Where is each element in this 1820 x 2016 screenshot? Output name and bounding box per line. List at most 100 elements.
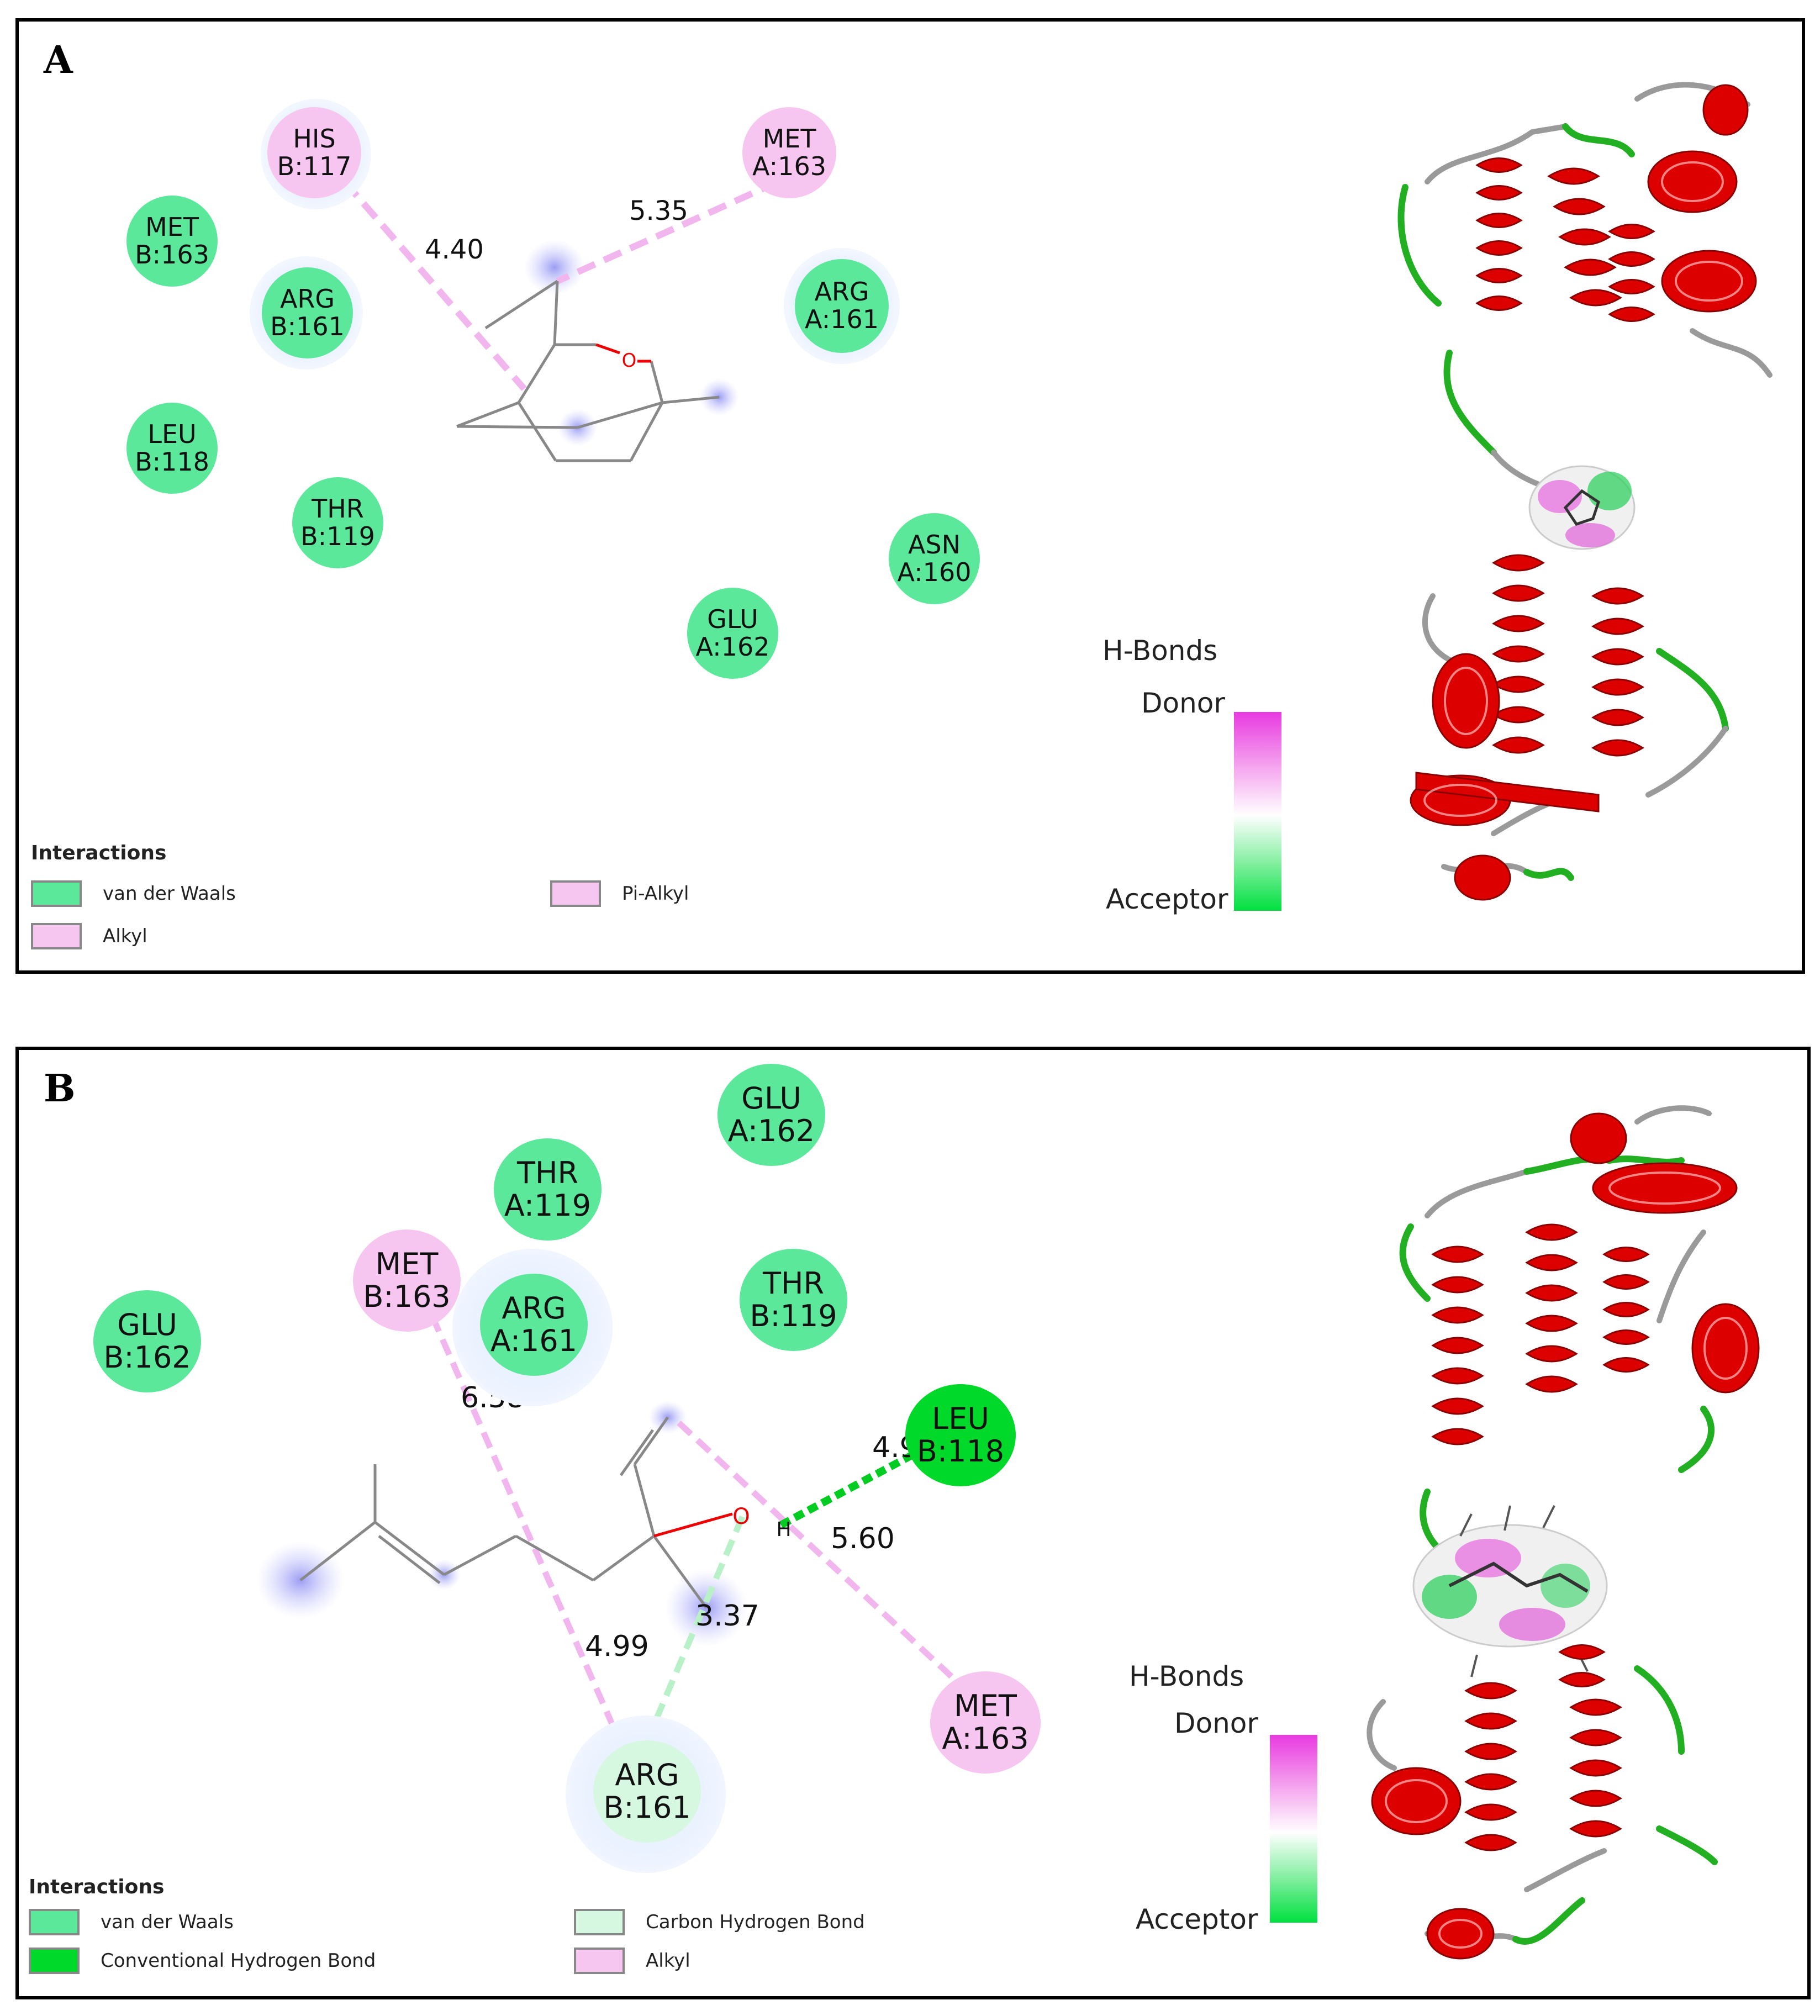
residue-name: ARG: [814, 277, 869, 307]
protein-structure-b: [1367, 1105, 1760, 1960]
residue-name: THR: [762, 1266, 825, 1301]
hbonds-color-scale: [1234, 712, 1281, 911]
distance-label: 5.35: [629, 196, 688, 226]
residue-id: A:119: [504, 1188, 592, 1223]
legend-label: Alkyl: [103, 925, 147, 947]
residue-name: MET: [375, 1247, 439, 1282]
residue-glu-b162: GLU B:162: [93, 1290, 201, 1392]
distance-label: 5.60: [831, 1522, 895, 1555]
legend-label: Carbon Hydrogen Bond: [646, 1911, 865, 1933]
legend-swatch: [29, 1909, 80, 1935]
legend-swatch: [574, 1909, 625, 1935]
alkyl-interaction-line: [677, 1420, 960, 1685]
distance-label: 4.99: [585, 1630, 649, 1663]
panel-a-label: A: [44, 38, 73, 82]
hbonds-title: H-Bonds: [1129, 1660, 1244, 1692]
legend-swatch: [31, 880, 82, 907]
residue-id: A:161: [805, 304, 879, 334]
residue-arg-b161: ARG B:161: [593, 1740, 701, 1843]
carbon-hydrogen-bond-line: [645, 1515, 746, 1739]
residue-met-a163: MET A:163: [930, 1671, 1041, 1774]
residue-id: A:161: [490, 1323, 578, 1358]
residue-id: A:162: [727, 1113, 815, 1148]
residue-glu-a162: GLU A:162: [718, 1064, 825, 1166]
residue-glu-a162: GLU A:162: [687, 588, 778, 679]
residue-name: GLU: [707, 604, 758, 634]
residue-name: ARG: [502, 1291, 566, 1326]
oxygen-atom: O: [732, 1504, 750, 1529]
distance-label: 3.37: [695, 1600, 759, 1633]
residue-name: THR: [312, 493, 364, 524]
residue-name: GLU: [117, 1307, 177, 1343]
residue-leu-b118: LEU B:118: [126, 403, 218, 494]
legend-swatch: [31, 923, 82, 949]
alkyl-interaction-line: [342, 180, 527, 391]
residue-his-b117: HIS B:117: [267, 107, 361, 198]
residue-id: B:162: [103, 1339, 191, 1375]
residue-id: B:163: [363, 1279, 451, 1314]
legend-item-pi-alkyl: Pi-Alkyl: [550, 880, 689, 907]
legend-swatch: [574, 1948, 625, 1974]
alkyl-interaction-line: [419, 1291, 621, 1739]
legend-item-alkyl: Alkyl: [31, 923, 147, 949]
legend-item-vdw: van der Waals: [31, 880, 236, 907]
residue-name: ARG: [615, 1758, 679, 1793]
residue-asn-a160: ASN A:160: [889, 513, 980, 604]
protein-structure-a: [1397, 82, 1772, 901]
residue-arg-b161: ARG B:161: [262, 267, 353, 358]
hbonds-donor-label: Donor: [1174, 1707, 1258, 1739]
residue-id: A:160: [897, 557, 972, 587]
residue-id: B:161: [270, 311, 345, 341]
solvent-halo: [524, 240, 585, 295]
residue-id: A:163: [942, 1721, 1029, 1756]
residue-name: LEU: [932, 1401, 989, 1437]
ligand-b-structure: O H: [256, 1291, 960, 1739]
panel-b-label: B: [44, 1067, 76, 1111]
panel-a: A O: [15, 18, 1805, 974]
panel-b: B O: [15, 1047, 1811, 1999]
ligand-a-structure: O: [342, 178, 780, 462]
distance-label: 4.40: [425, 234, 484, 265]
hbonds-color-scale: [1270, 1735, 1317, 1923]
legend-label: van der Waals: [101, 1911, 234, 1933]
residue-id: B:118: [135, 446, 209, 477]
hbonds-acceptor-label: Acceptor: [1106, 883, 1228, 915]
residue-arg-a161: ARG A:161: [795, 259, 889, 353]
legend-item-carbon-hbond: Carbon Hydrogen Bond: [574, 1909, 865, 1935]
residue-id: B:119: [300, 521, 375, 551]
ligand-bonds: [456, 279, 720, 462]
residue-name: ARG: [279, 283, 335, 314]
hbonds-acceptor-label: Acceptor: [1136, 1903, 1258, 1935]
residue-leu-b118: LEU B:118: [905, 1384, 1016, 1486]
legend-label: Pi-Alkyl: [622, 883, 689, 905]
residue-id: B:163: [135, 239, 209, 270]
legend-title: Interactions: [31, 842, 167, 864]
legend-item-alkyl: Alkyl: [574, 1948, 690, 1974]
legend-label: Conventional Hydrogen Bond: [101, 1950, 376, 1972]
legend-item-conventional-hbond: Conventional Hydrogen Bond: [29, 1948, 376, 1974]
legend-swatch: [550, 880, 601, 907]
residue-name: MET: [145, 212, 199, 242]
residue-name: HIS: [293, 123, 336, 154]
residue-name: THR: [516, 1155, 579, 1191]
residue-id: B:161: [603, 1790, 691, 1825]
residue-met-a163: MET A:163: [742, 107, 836, 198]
legend-title: Interactions: [29, 1876, 165, 1898]
legend-item-vdw: van der Waals: [29, 1909, 234, 1935]
hbonds-title: H-Bonds: [1102, 635, 1218, 667]
legend-swatch: [29, 1948, 80, 1974]
residue-thr-b119: THR B:119: [292, 477, 383, 568]
residue-name: ASN: [908, 529, 961, 560]
legend-label: Alkyl: [646, 1950, 690, 1972]
ligand-bonds: [299, 1416, 708, 1609]
residue-name: LEU: [147, 419, 197, 449]
residue-thr-b119: THR B:119: [740, 1249, 847, 1351]
residue-name: GLU: [741, 1081, 801, 1116]
hydrogen-atom: H: [776, 1518, 791, 1541]
residue-id: B:119: [750, 1298, 837, 1333]
residue-id: A:162: [695, 631, 770, 662]
residue-id: B:117: [277, 151, 352, 181]
alkyl-interaction-line: [556, 178, 780, 284]
legend-label: van der Waals: [103, 883, 236, 905]
residue-name: MET: [762, 123, 816, 154]
